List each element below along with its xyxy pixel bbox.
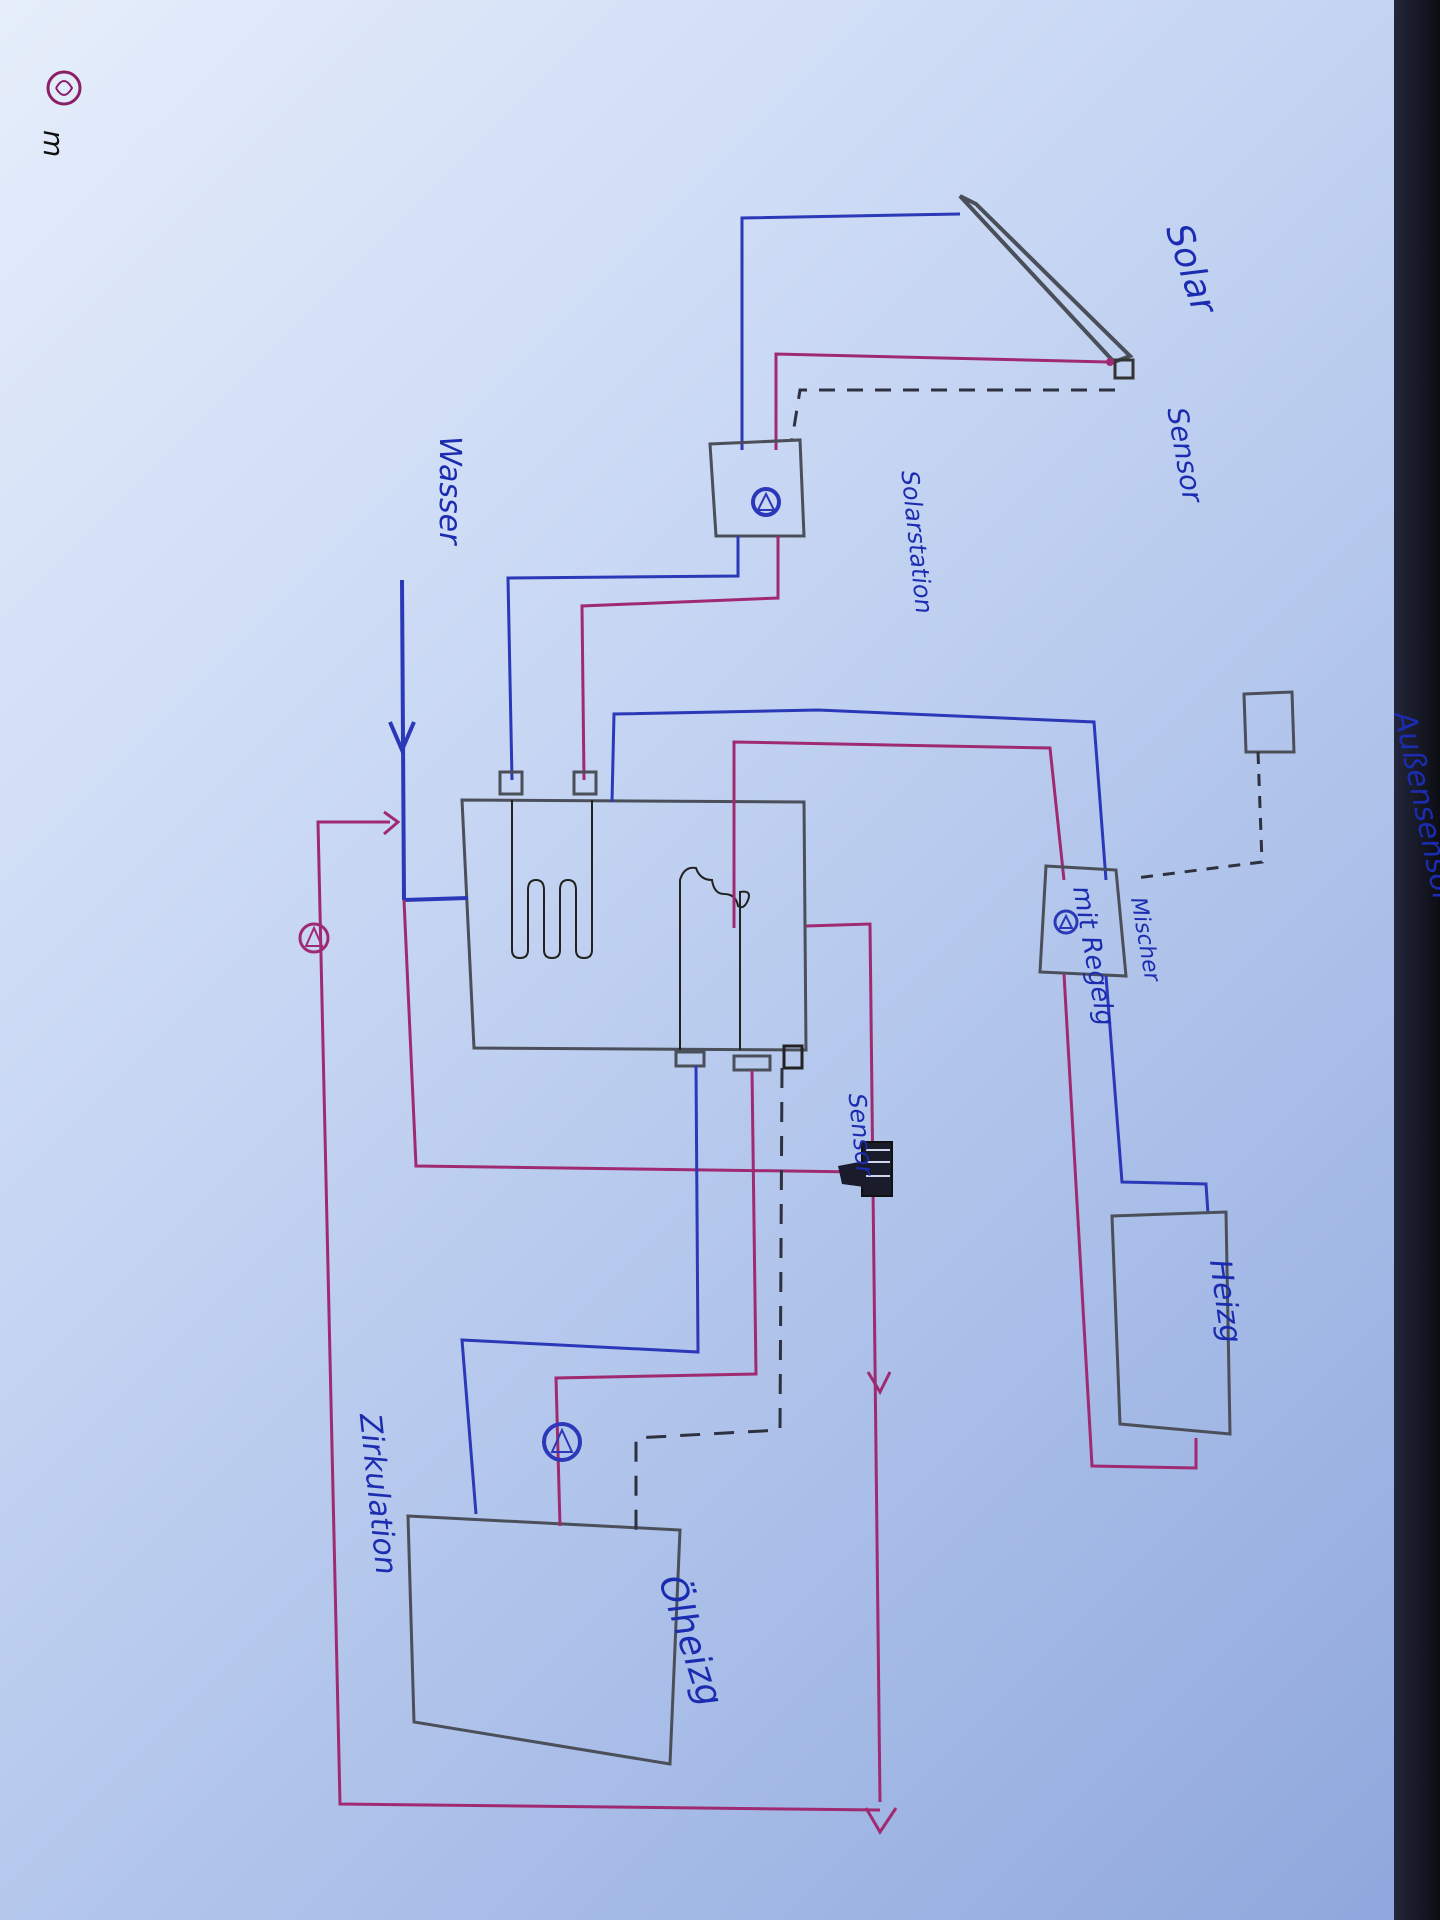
label-solarstation: Solarstation	[895, 469, 938, 615]
outdoor-sensor	[1242, 690, 1296, 754]
label-zirkulation: Zirkulation	[352, 1411, 404, 1577]
mixer-return-pipe	[732, 740, 1066, 928]
solar-collector	[958, 194, 1135, 380]
hot-water-out-pipe	[805, 922, 882, 1803]
outdoor-sensor-line	[1135, 751, 1264, 880]
paper-edge	[1394, 0, 1440, 1920]
boiler-cold-pipe	[460, 1065, 700, 1515]
circulation-return-pipe	[402, 899, 861, 1174]
tank-port-solar-cold	[498, 770, 524, 796]
label-mit-regelung: mit Regelg	[1066, 884, 1120, 1028]
storage-tank	[460, 770, 808, 1072]
label-oelheizung: Ölheizg	[650, 1570, 732, 1711]
circulation-arrow	[383, 810, 401, 836]
solar-sensor-box	[1113, 358, 1135, 380]
circle-mark-icon	[46, 70, 82, 106]
hot-water-arrow-end	[864, 1807, 898, 1835]
circulation-loop-pipe	[316, 820, 881, 1812]
water-inlet-connect	[403, 896, 469, 902]
mixer-supply-pipe	[610, 708, 1108, 881]
pump-icon	[751, 487, 781, 517]
label-solar-sensor: Sensor	[1160, 405, 1209, 507]
oil-boiler	[406, 1514, 682, 1766]
pump-icon	[542, 1422, 582, 1462]
tank-sensor-box	[782, 1044, 804, 1070]
water-inlet-pipe	[400, 579, 406, 901]
radiator	[1110, 1210, 1232, 1436]
heating-supply-pipe	[1104, 975, 1210, 1215]
pump-icon	[298, 922, 330, 954]
station-cold-pipe	[506, 536, 740, 781]
label-solar: Solar	[1157, 219, 1225, 321]
solarstation	[708, 438, 806, 538]
label-heizung: Heizg	[1202, 1257, 1248, 1345]
label-aussensensor: Außensensor	[1386, 706, 1440, 908]
corner-mark-text: m	[37, 130, 70, 157]
station-hot-pipe	[580, 536, 780, 781]
solar-cold-pipe	[740, 212, 961, 450]
tank-port-boiler-hot	[732, 1054, 772, 1072]
solar-sensor-line	[790, 388, 1115, 441]
tank-sensor-line	[634, 1067, 784, 1530]
water-arrow	[388, 721, 416, 756]
hot-water-arrow	[866, 1371, 892, 1396]
heating-return-pipe	[1062, 973, 1198, 1470]
solar-hot-pipe	[774, 352, 1109, 450]
boiler-hot-pipe	[554, 1069, 758, 1527]
label-mischer: Mischer	[1125, 895, 1165, 985]
tank-port-solar-hot	[572, 770, 598, 796]
label-wasser: Wasser	[432, 436, 467, 546]
pump-icon	[1053, 909, 1079, 935]
tank-port-boiler-cold	[674, 1050, 706, 1068]
mixer-unit	[1038, 864, 1128, 978]
mixer-valve-icon	[838, 1141, 893, 1197]
